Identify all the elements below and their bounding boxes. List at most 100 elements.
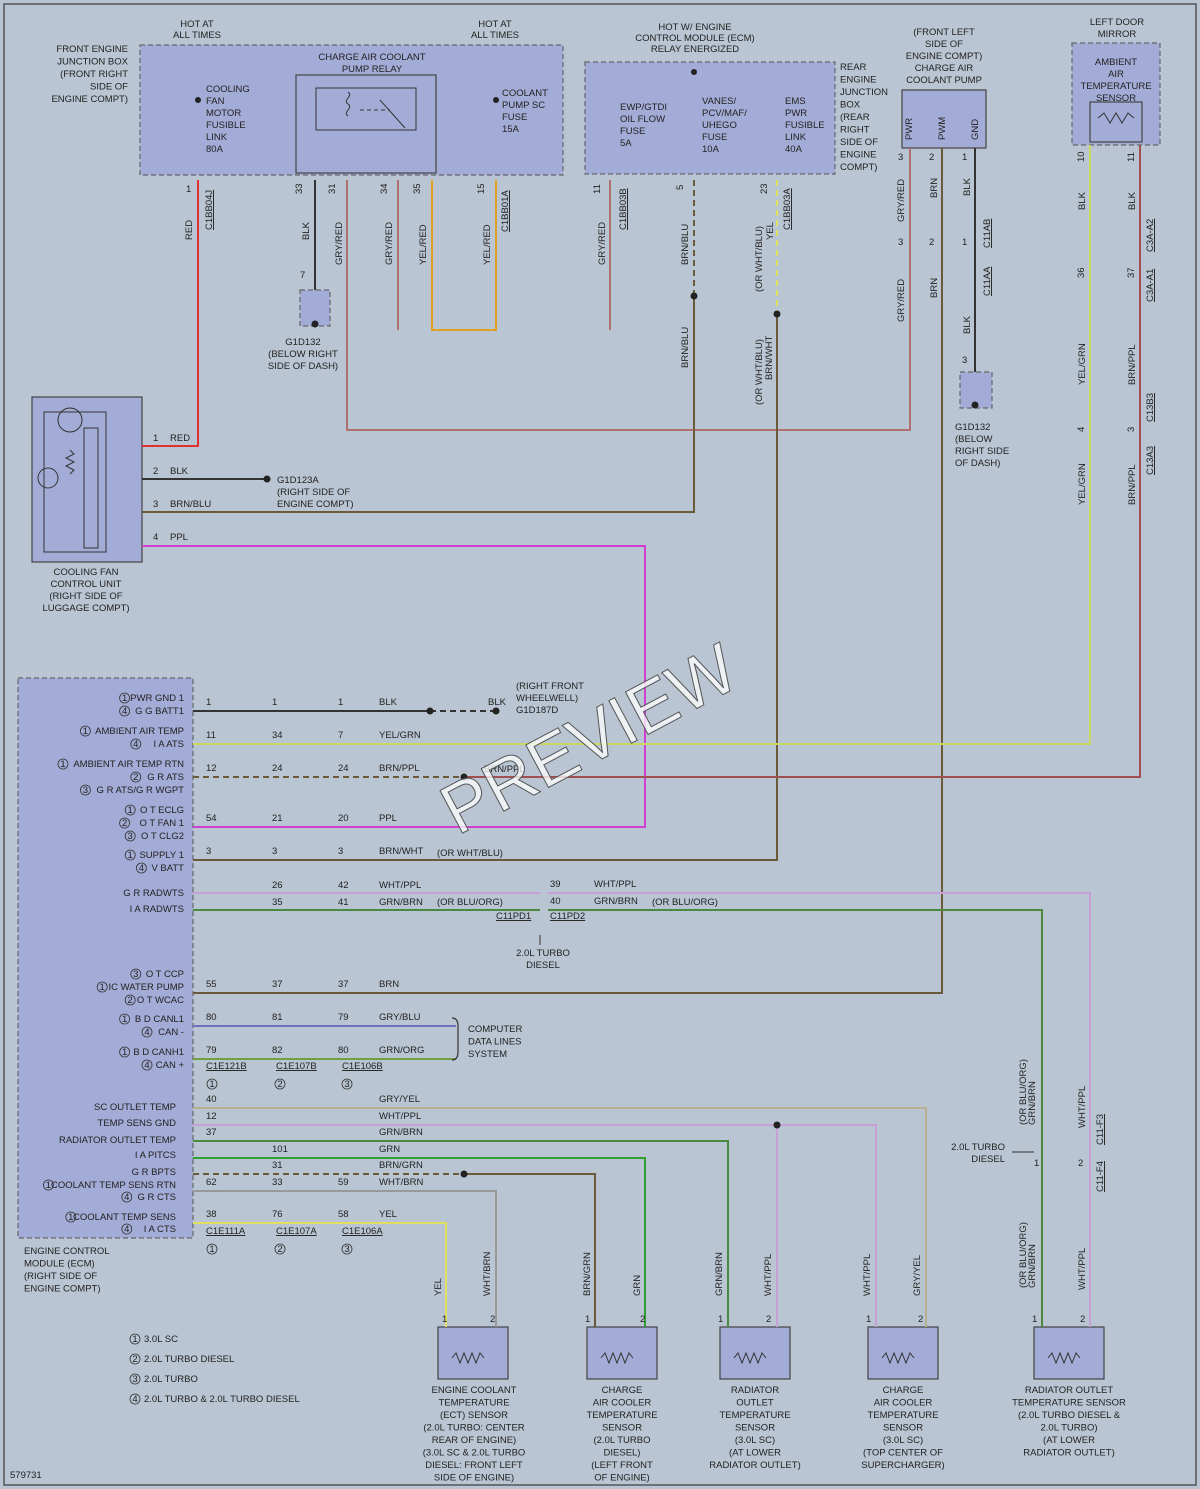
or-blu-org-right-label: (OR BLU/ORG) — [652, 897, 718, 908]
radsc-pin-1: 1 — [718, 1314, 723, 1325]
connector-c11pd1: C11PD1 — [496, 911, 531, 922]
charge-air-coolant-pump-relay — [295, 74, 437, 174]
pin-40: 40 — [550, 896, 561, 907]
wire-gry-yel-sc-outlet — [193, 1107, 927, 1327]
wire-ppl-fan-pin4 — [142, 545, 646, 828]
mirror-sensor-symbol — [1097, 112, 1135, 124]
wht-ppl-right-label: WHT/PPL — [594, 879, 636, 890]
wire-yel-cts — [193, 1222, 447, 1327]
grn-brn-v2: GRN/BRN — [1027, 1244, 1038, 1288]
wire-yel-grn-ambient — [193, 145, 1091, 745]
ecm-wire-color: YEL — [379, 1209, 397, 1220]
svg-text:4: 4 — [144, 1060, 149, 1071]
wire-red-fan-pin1 — [142, 180, 199, 447]
ecm-pin-number: 58 — [338, 1209, 349, 1220]
svg-text:2: 2 — [277, 1079, 282, 1090]
svg-text:1: 1 — [46, 1180, 51, 1191]
ecm-pin-name: COOLANT TEMP SENS RTN — [51, 1180, 176, 1191]
wire-grn-brn-radwts-right — [548, 909, 1043, 1327]
connector-c11-f3: C11-F3 — [1095, 1114, 1106, 1145]
legend-item: 2.0L TURBO & 2.0L TURBO DIESEL — [144, 1394, 300, 1405]
cacsc-pin-2: 2 — [918, 1314, 923, 1325]
grn-brn-v: GRN/BRN — [1027, 1081, 1038, 1125]
ect-pin-2: 2 — [490, 1314, 495, 1325]
svg-text:2: 2 — [122, 818, 127, 829]
ecm-pin-number: 3 — [272, 846, 277, 857]
ecm-wire-color: WHT/PPL — [379, 1111, 421, 1122]
svg-text:4: 4 — [124, 1224, 129, 1235]
wire-grn-pitcs — [193, 1157, 646, 1327]
ecm-wire-color: GRY/YEL — [379, 1094, 420, 1105]
svg-text:1: 1 — [132, 1334, 137, 1345]
ecm-pin-number: 12 — [206, 1111, 217, 1122]
ecm-pin-number: 79 — [338, 1012, 349, 1023]
fan-unit-symbol — [37, 407, 107, 553]
charge-air-coolant-pump — [901, 89, 987, 149]
ecm-pin-name: G R BPTS — [132, 1167, 176, 1178]
connector-c1e121b: C1E121B — [206, 1061, 247, 1072]
ecm-pin-name: B D CANH1 — [133, 1047, 184, 1058]
engine-control-module — [17, 677, 194, 1239]
ecm-pin-number: 34 — [272, 730, 283, 741]
ecm-pin-number: 1 — [206, 697, 211, 708]
wire-wht-brn-cts-rtn — [193, 1190, 497, 1327]
ecm-pin-name: AMBIENT AIR TEMP — [95, 726, 184, 737]
ecm-wire-color: BRN/GRN — [379, 1160, 423, 1171]
ecm-pin-name: SC OUTLET TEMP — [94, 1102, 176, 1113]
pump-pin-1-a: 1 — [962, 152, 967, 163]
pump-wire-gry-red-a: GRY/RED — [896, 179, 907, 222]
connector-c13a3: C13A3 — [1145, 446, 1156, 475]
ecm-pin-number: 37 — [206, 1127, 217, 1138]
pin-15: 15 — [476, 183, 487, 194]
wire-brn-ppl-ambient — [464, 145, 1141, 778]
connector-c11ab: C11AB — [982, 219, 993, 248]
cacsc-wire-wht-ppl: WHT/PPL — [862, 1254, 873, 1296]
ecm-pin-number: 101 — [272, 1144, 288, 1155]
ecm-pin-name: O T CLG2 — [141, 831, 184, 842]
wire-label-brn-blu-5: BRN/BLU — [680, 224, 691, 265]
ecm-wire-color: BRN/WHT — [379, 846, 424, 857]
svg-text:1: 1 — [83, 726, 88, 737]
svg-text:2: 2 — [277, 1244, 282, 1255]
ecm-pin-number: 1 — [338, 697, 343, 708]
wire-brn-grn-bpts — [464, 1173, 596, 1327]
ecm-pin-name: G R RADWTS — [123, 888, 184, 899]
connector-c11-f4: C11-F4 — [1095, 1161, 1106, 1192]
pin-5: 5 — [675, 185, 686, 190]
cacsc-pin-1: 1 — [866, 1314, 871, 1325]
pump-wire-blk-a: BLK — [962, 177, 973, 196]
pump-wire-blk-b: BLK — [962, 315, 973, 334]
ecm-pin-number: 21 — [272, 813, 283, 824]
ecm-pin-number: 55 — [206, 979, 217, 990]
connector-c1bb04j: C1BB04J — [204, 190, 215, 230]
ect-wire-yel: YEL — [433, 1278, 444, 1296]
mirror-wire-brn-ppl-a: BRN/PPL — [1127, 344, 1138, 385]
svg-text:4: 4 — [132, 1394, 137, 1405]
frame — [3, 3, 1197, 1486]
ecm-pin-name: I A ATS — [154, 739, 184, 750]
ecm-pin-name: O T ECLG — [140, 805, 184, 816]
wire-brn-wht-supply — [193, 314, 778, 861]
ecm-pin-number: 20 — [338, 813, 349, 824]
wire-brn-blu-fan-pin3 — [142, 296, 695, 513]
wire-label-brn-blu-2: BRN/BLU — [680, 327, 691, 368]
wire-label-gry-red-34: GRY/RED — [384, 222, 395, 265]
ecm-pin-number: 1 — [272, 697, 277, 708]
grn-brn-right-label: GRN/BRN — [594, 896, 638, 907]
pump-pin-2-a: 2 — [929, 152, 934, 163]
